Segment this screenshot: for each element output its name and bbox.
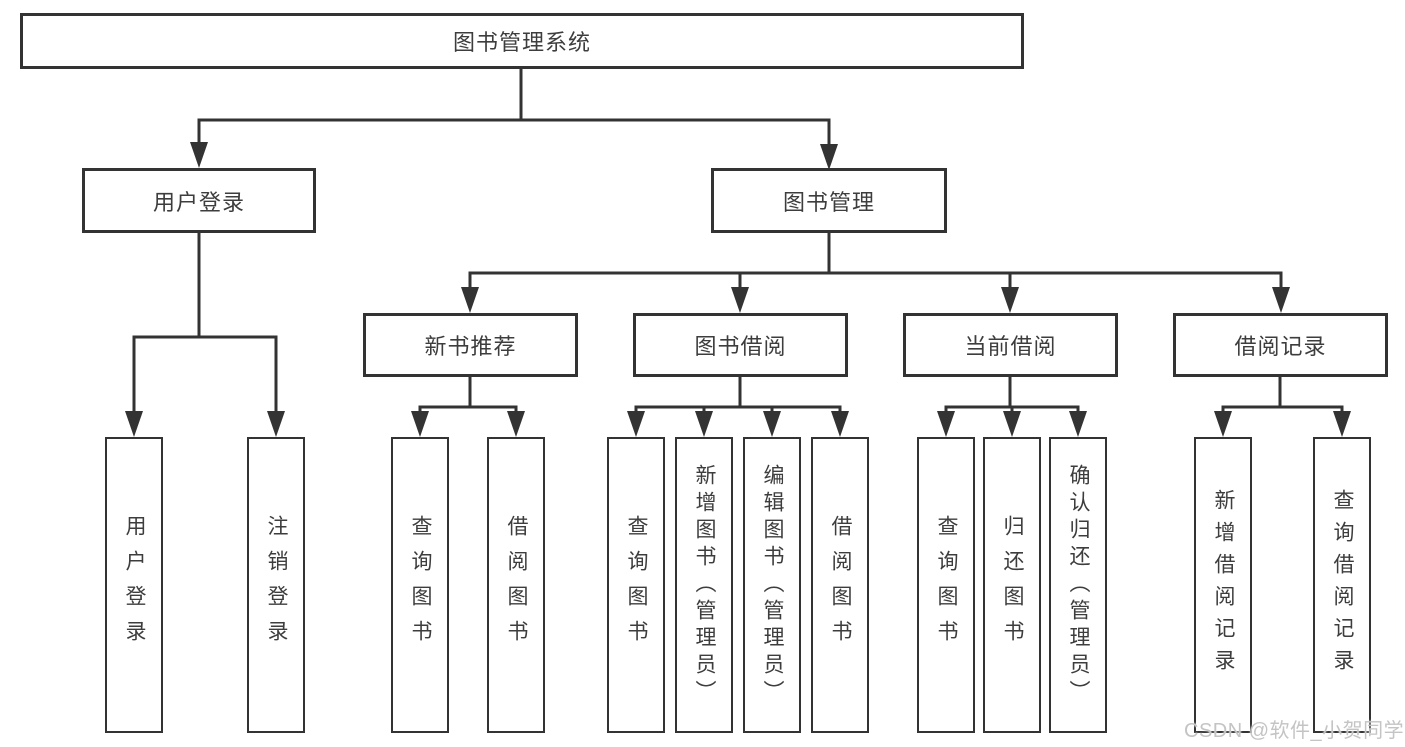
- node-library-management-system: 图书管理系统: [20, 13, 1024, 69]
- leaf-recommend-query-books: 查询图书: [391, 437, 449, 733]
- node-current-borrowing: 当前借阅: [903, 313, 1118, 377]
- leaf-return-books: 归还图书: [983, 437, 1041, 733]
- leaf-edit-books-admin: 编辑图书（管理员）: [743, 437, 801, 733]
- leaf-query-borrow-record: 查询借阅记录: [1313, 437, 1371, 733]
- leaf-logout: 注销登录: [247, 437, 305, 733]
- node-book-borrowing: 图书借阅: [633, 313, 848, 377]
- node-book-management: 图书管理: [711, 168, 947, 233]
- leaf-confirm-return-admin: 确认归还（管理员）: [1049, 437, 1107, 733]
- leaf-add-borrow-record: 新增借阅记录: [1194, 437, 1252, 733]
- leaf-recommend-borrow-books: 借阅图书: [487, 437, 545, 733]
- leaf-borrow-query-books: 查询图书: [607, 437, 665, 733]
- node-new-book-recommendation: 新书推荐: [363, 313, 578, 377]
- csdn-watermark: CSDN @软件_小贺同学: [1184, 720, 1405, 742]
- leaf-add-books-admin: 新增图书（管理员）: [675, 437, 733, 733]
- leaf-current-query-books: 查询图书: [917, 437, 975, 733]
- leaf-borrow-books: 借阅图书: [811, 437, 869, 733]
- leaf-user-login: 用户登录: [105, 437, 163, 733]
- node-borrowing-records: 借阅记录: [1173, 313, 1388, 377]
- arrowheads: [125, 142, 1351, 437]
- node-user-login: 用户登录: [82, 168, 316, 233]
